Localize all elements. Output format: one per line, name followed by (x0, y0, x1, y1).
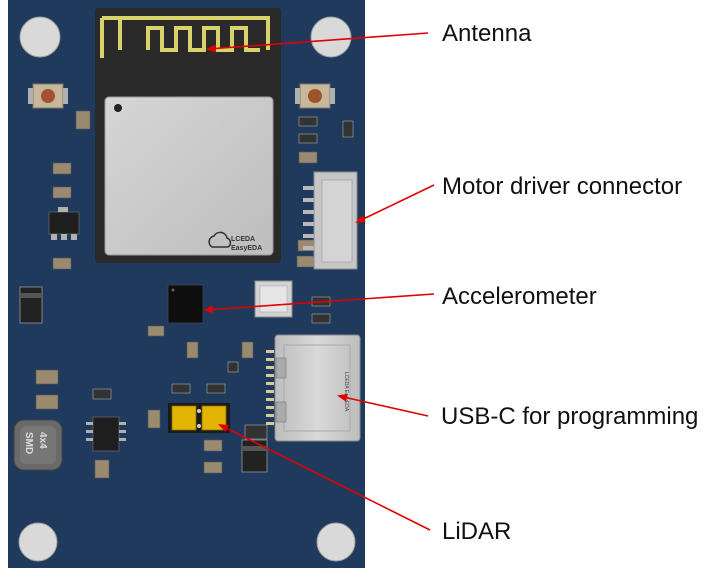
arrow-motor-driver (357, 185, 434, 222)
inductor-text-line2: 4x4 (37, 432, 48, 449)
pin1-dot (114, 104, 122, 112)
module-shield (105, 97, 273, 255)
sot-regulator (49, 207, 79, 240)
inductor-text-line1: SMD (23, 432, 34, 454)
diode-right (242, 440, 267, 472)
push-button-left (28, 84, 68, 108)
label-lidar: LiDAR (442, 518, 511, 546)
smd-inductor: SMD 4x4 (14, 420, 62, 470)
label-usb-c: USB-C for programming (441, 403, 698, 431)
usb-c-connector: LCEDA EasyEDA (266, 335, 360, 441)
mounting-hole-top-left (20, 17, 60, 57)
label-accelerometer: Accelerometer (442, 283, 597, 311)
mounting-hole-top-right (311, 17, 351, 57)
lidar-sensor (168, 403, 230, 433)
mounting-hole-bottom-left (19, 523, 57, 561)
module-logo-line2: EasyEDA (231, 245, 262, 252)
push-button-right (295, 84, 335, 108)
square-sensor (255, 281, 292, 317)
mounting-hole-bottom-right (317, 523, 355, 561)
module-logo-line1: LCEDA (231, 236, 255, 243)
diode-left (20, 287, 42, 323)
label-motor-driver-connector: Motor driver connector (442, 173, 682, 201)
label-antenna: Antenna (442, 20, 531, 48)
accel-pin1-dot (172, 289, 175, 292)
usb-side-text: LCEDA EasyEDA (343, 372, 349, 412)
